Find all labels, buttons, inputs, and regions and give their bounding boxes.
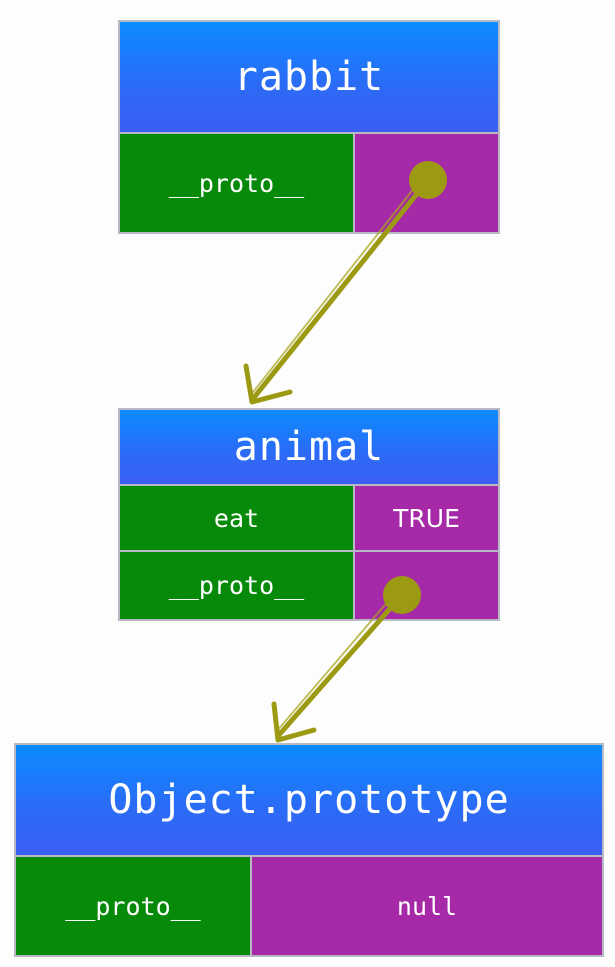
animal-eat-row: eat TRUE	[120, 486, 498, 550]
rabbit-title: rabbit	[120, 22, 498, 132]
object-prototype-proto-key: __proto__	[16, 857, 250, 955]
rabbit-object: rabbit __proto__	[118, 20, 500, 234]
animal-eat-value: TRUE	[355, 486, 498, 550]
animal-object: animal eat TRUE __proto__	[118, 408, 500, 621]
animal-proto-value	[355, 552, 498, 619]
rabbit-proto-value	[355, 134, 498, 232]
animal-proto-row: __proto__	[120, 552, 498, 619]
rabbit-proto-key: __proto__	[120, 134, 353, 232]
animal-proto-key: __proto__	[120, 552, 353, 619]
object-prototype-title: Object.prototype	[16, 745, 602, 855]
animal-title: animal	[120, 410, 498, 484]
animal-eat-key: eat	[120, 486, 353, 550]
object-prototype-object: Object.prototype __proto__ null	[14, 743, 604, 957]
rabbit-proto-row: __proto__	[120, 134, 498, 232]
object-prototype-proto-row: __proto__ null	[16, 857, 602, 955]
object-prototype-proto-value: null	[252, 857, 602, 955]
